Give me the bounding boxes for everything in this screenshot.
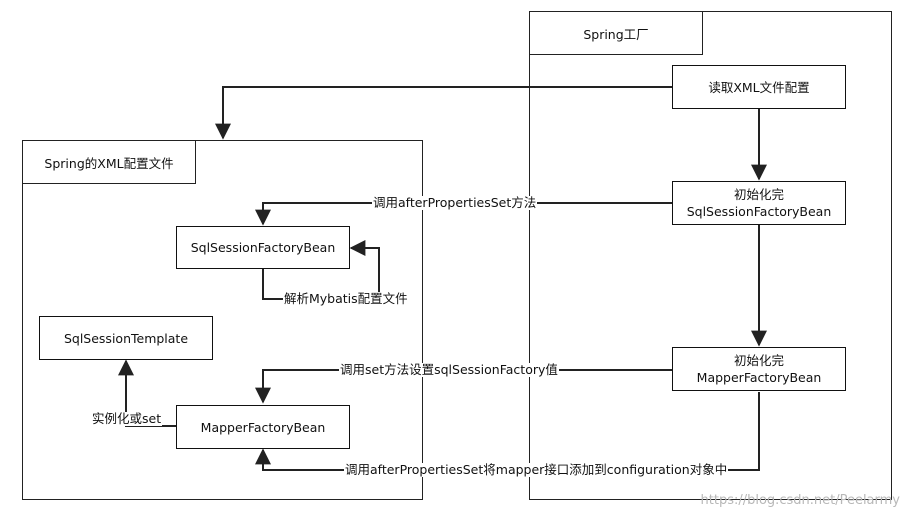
init-sql-line1: 初始化完 xyxy=(733,187,784,202)
init-mapper-line1: 初始化完 xyxy=(733,353,784,368)
sql-session-factory-bean-label: SqlSessionFactoryBean xyxy=(190,240,336,255)
init-mapper-factory-box: 初始化完 MapperFactoryBean xyxy=(672,347,846,391)
mapper-factory-bean-label: MapperFactoryBean xyxy=(200,419,326,435)
sql-session-factory-bean-box: SqlSessionFactoryBean xyxy=(176,226,350,269)
xml-config-title: Spring的XML配置文件 xyxy=(22,140,196,184)
label-parse-mybatis: 解析Mybatis配置文件 xyxy=(283,291,409,306)
init-mapper-line2: MapperFactoryBean xyxy=(696,370,822,385)
read-xml-box: 读取XML文件配置 xyxy=(672,65,846,109)
spring-factory-frame xyxy=(529,11,892,500)
arrow-read-to-xml-config xyxy=(215,86,672,140)
init-sql-session-factory-box: 初始化完 SqlSessionFactoryBean xyxy=(672,181,846,225)
mapper-factory-bean-box: MapperFactoryBean xyxy=(176,405,350,449)
label-call-after-properties-set: 调用afterPropertiesSet方法 xyxy=(372,195,538,210)
read-xml-label: 读取XML文件配置 xyxy=(708,79,810,95)
sql-session-template-box: SqlSessionTemplate xyxy=(39,316,213,360)
spring-factory-title: Spring工厂 xyxy=(529,11,703,55)
watermark: https://blog.csdn.net/Peelarmy xyxy=(700,493,900,508)
label-after-properties-set-mapper: 调用afterPropertiesSet将mapper接口添加到configur… xyxy=(344,462,729,477)
init-sql-line2: SqlSessionFactoryBean xyxy=(686,204,832,219)
sql-session-template-label: SqlSessionTemplate xyxy=(63,330,189,346)
label-call-set-method: 调用set方法设置sqlSessionFactory值 xyxy=(339,362,559,377)
xml-config-frame xyxy=(22,140,423,500)
arrow-instantiate-or-set xyxy=(118,359,176,427)
label-instantiate-or-set: 实例化或set xyxy=(91,411,163,426)
